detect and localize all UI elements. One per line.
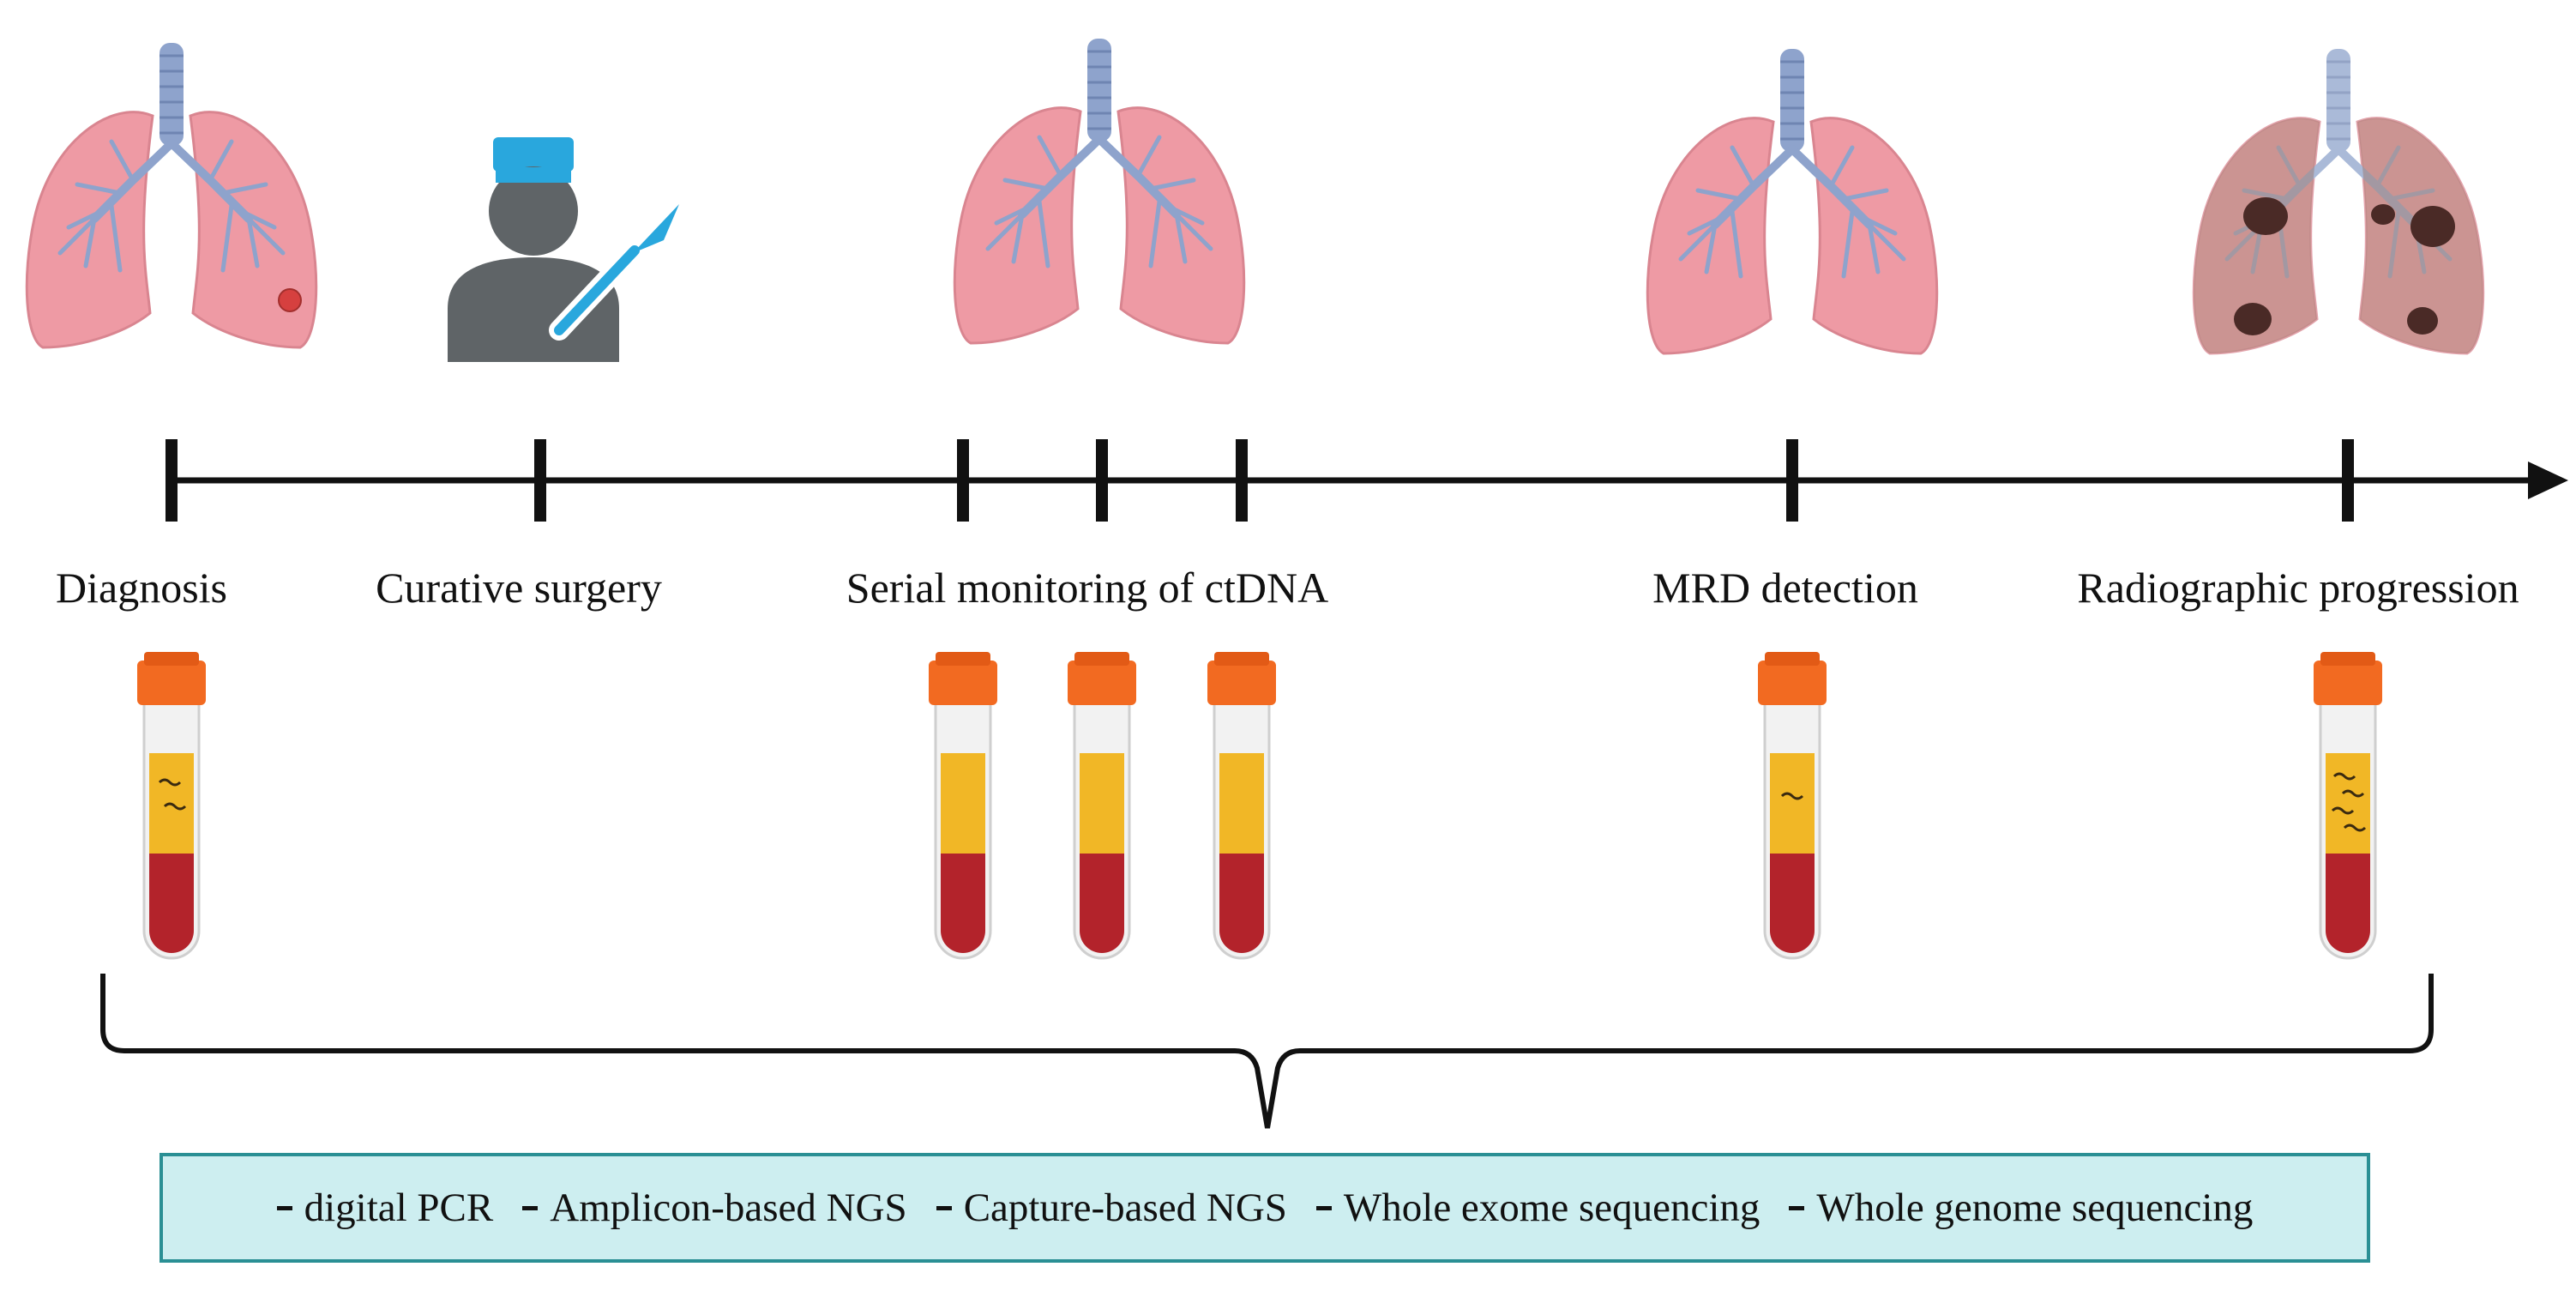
method-item: Capture-based NGS <box>936 1185 1287 1231</box>
label-curative-surgery: Curative surgery <box>376 564 662 612</box>
dash-icon <box>522 1205 539 1210</box>
method-label: Capture-based NGS <box>963 1185 1287 1230</box>
label-radiographic-progression: Radiographic progression <box>2077 564 2519 612</box>
lung-serial-icon <box>954 39 1243 343</box>
lung-progression-icon <box>2194 49 2483 353</box>
label-serial-monitoring: Serial monitoring of ctDNA <box>846 564 1329 612</box>
surgeon-icon <box>448 137 679 362</box>
method-item: digital PCR <box>276 1185 494 1231</box>
blood-tube-serial-2-icon <box>1068 652 1136 960</box>
blood-tube-serial-3-icon <box>1207 652 1276 960</box>
method-label: Amplicon-based NGS <box>550 1185 907 1230</box>
blood-tube-progression-icon <box>2314 652 2382 960</box>
dash-icon <box>936 1205 952 1210</box>
scalpel-icon <box>549 204 679 341</box>
label-diagnosis: Diagnosis <box>56 564 227 612</box>
lung-mrd-icon <box>1647 49 1936 353</box>
grouping-brace <box>100 974 2434 1129</box>
method-label: Whole exome sequencing <box>1343 1185 1760 1230</box>
dash-icon <box>1315 1205 1332 1210</box>
method-item: Whole genome sequencing <box>1789 1185 2253 1231</box>
timeline-arrowhead <box>2528 461 2568 499</box>
timeline-ticks <box>166 439 2354 522</box>
blood-tube-diagnosis-icon <box>137 652 206 960</box>
method-item: Whole exome sequencing <box>1315 1185 1760 1231</box>
dash-icon <box>1789 1205 1805 1210</box>
blood-tube-serial-1-icon <box>929 652 997 960</box>
label-mrd-detection: MRD detection <box>1652 564 1918 612</box>
metastasis-icon <box>2234 197 2455 335</box>
method-item: Amplicon-based NGS <box>522 1185 907 1231</box>
method-label: digital PCR <box>304 1185 494 1230</box>
tumor-icon <box>278 288 302 312</box>
blood-tube-mrd-icon <box>1758 652 1827 960</box>
lung-diagnosis-icon <box>27 43 316 347</box>
method-label: Whole genome sequencing <box>1816 1185 2254 1230</box>
dash-icon <box>276 1205 292 1210</box>
detection-methods-box: digital PCR Amplicon-based NGS Capture-b… <box>159 1153 2370 1263</box>
